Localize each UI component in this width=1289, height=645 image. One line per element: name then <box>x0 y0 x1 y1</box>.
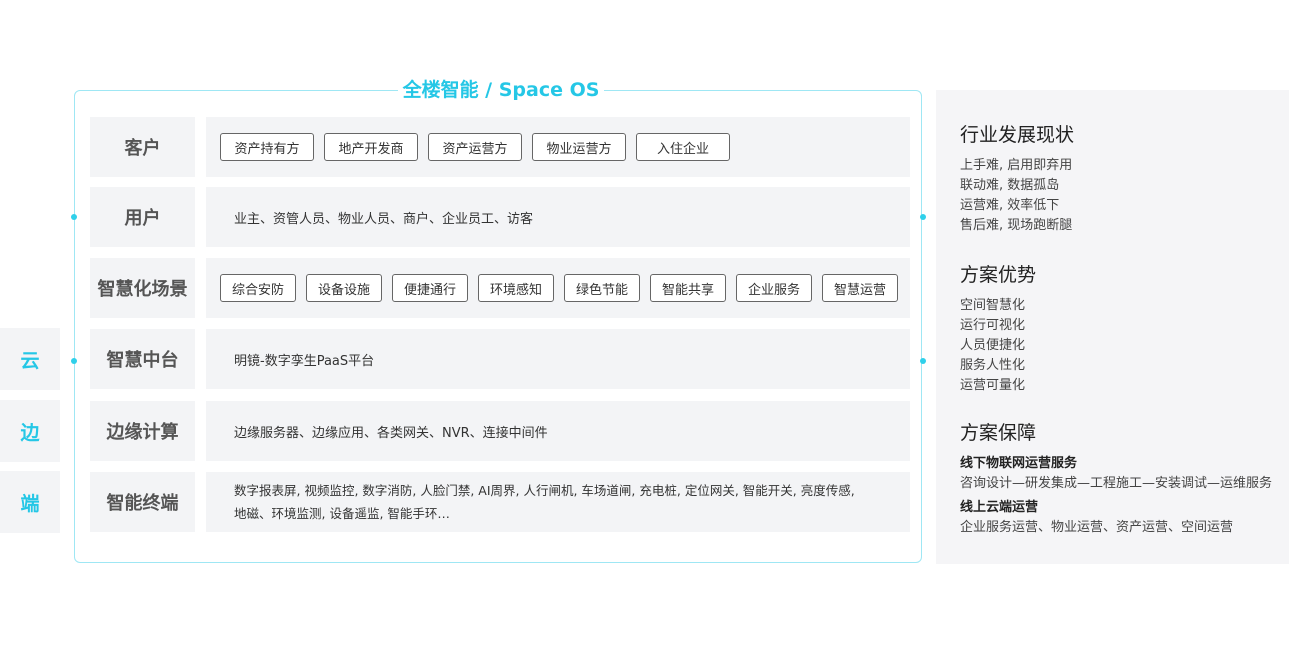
row-label-platform: 智慧中台 <box>90 329 195 389</box>
side-tag-cloud: 云 <box>0 328 60 390</box>
chip-scenario: 企业服务 <box>736 274 812 302</box>
platform-text: 明镜-数字孪生PaaS平台 <box>234 353 375 369</box>
row-label-customer: 客户 <box>90 117 195 177</box>
chip-customer: 资产运营方 <box>428 133 522 161</box>
chip-scenario: 智慧运营 <box>822 274 898 302</box>
row-content-customer: 资产持有方 地产开发商 资产运营方 物业运营方 入住企业 <box>206 117 910 177</box>
status-item: 运营难, 效率低下 <box>960 198 1060 213</box>
online-service-text: 企业服务运营、物业运营、资产运营、空间运营 <box>960 520 1234 535</box>
chip-scenario: 绿色节能 <box>564 274 640 302</box>
chip-scenario: 环境感知 <box>478 274 554 302</box>
frame-title: 全楼智能 / Space OS <box>398 76 604 104</box>
status-item: 售后难, 现场跑断腿 <box>960 218 1073 233</box>
status-heading: 行业发展现状 <box>960 124 1075 146</box>
status-item: 上手难, 启用即弃用 <box>960 158 1073 173</box>
status-item: 联动难, 数据孤岛 <box>960 178 1060 193</box>
advantage-item: 人员便捷化 <box>960 338 1026 353</box>
terminal-line-1: 数字报表屏, 视频监控, 数字消防, 人脸门禁, AI周界, 人行闸机, 车场道… <box>234 483 855 498</box>
guarantee-heading: 方案保障 <box>960 422 1037 444</box>
row-content-terminal: 数字报表屏, 视频监控, 数字消防, 人脸门禁, AI周界, 人行闸机, 车场道… <box>206 472 910 532</box>
frame-dot-left-bottom <box>71 358 77 364</box>
online-service-title: 线上云端运营 <box>960 500 1039 515</box>
chip-customer: 入住企业 <box>636 133 730 161</box>
side-tag-terminal: 端 <box>0 471 60 533</box>
edge-text: 边缘服务器、边缘应用、各类网关、NVR、连接中间件 <box>234 425 548 441</box>
chip-scenario: 便捷通行 <box>392 274 468 302</box>
frame-dot-right-top <box>920 214 926 220</box>
frame-dot-left-top <box>71 214 77 220</box>
chip-customer: 资产持有方 <box>220 133 314 161</box>
advantage-item: 空间智慧化 <box>960 298 1026 313</box>
row-content-edge: 边缘服务器、边缘应用、各类网关、NVR、连接中间件 <box>206 401 910 461</box>
terminal-text: 数字报表屏, 视频监控, 数字消防, 人脸门禁, AI周界, 人行闸机, 车场道… <box>234 479 855 525</box>
row-label-user: 用户 <box>90 187 195 247</box>
frame-dot-right-bottom <box>920 358 926 364</box>
row-label-scenario: 智慧化场景 <box>90 258 195 318</box>
chip-scenario: 综合安防 <box>220 274 296 302</box>
row-content-user: 业主、资管人员、物业人员、商户、企业员工、访客 <box>206 187 910 247</box>
advantage-item: 运营可量化 <box>960 378 1026 393</box>
chip-scenario: 智能共享 <box>650 274 726 302</box>
offline-service-title: 线下物联网运营服务 <box>960 456 1078 471</box>
advantage-item: 服务人性化 <box>960 358 1026 373</box>
chip-scenario: 设备设施 <box>306 274 382 302</box>
terminal-line-2: 地磁、环境监测, 设备遥监, 智能手环… <box>234 506 450 521</box>
row-content-platform: 明镜-数字孪生PaaS平台 <box>206 329 910 389</box>
row-content-scenario: 综合安防 设备设施 便捷通行 环境感知 绿色节能 智能共享 企业服务 智慧运营 <box>206 258 910 318</box>
row-label-terminal: 智能终端 <box>90 472 195 532</box>
side-tag-edge: 边 <box>0 400 60 462</box>
row-label-edge: 边缘计算 <box>90 401 195 461</box>
chip-customer: 地产开发商 <box>324 133 418 161</box>
advantage-heading: 方案优势 <box>960 264 1037 286</box>
chip-customer: 物业运营方 <box>532 133 626 161</box>
user-text: 业主、资管人员、物业人员、商户、企业员工、访客 <box>234 211 534 227</box>
right-panel: 行业发展现状 上手难, 启用即弃用 联动难, 数据孤岛 运营难, 效率低下 售后… <box>936 90 1289 564</box>
offline-service-text: 咨询设计—研发集成—工程施工—安装调试—运维服务 <box>960 476 1273 491</box>
advantage-item: 运行可视化 <box>960 318 1026 333</box>
